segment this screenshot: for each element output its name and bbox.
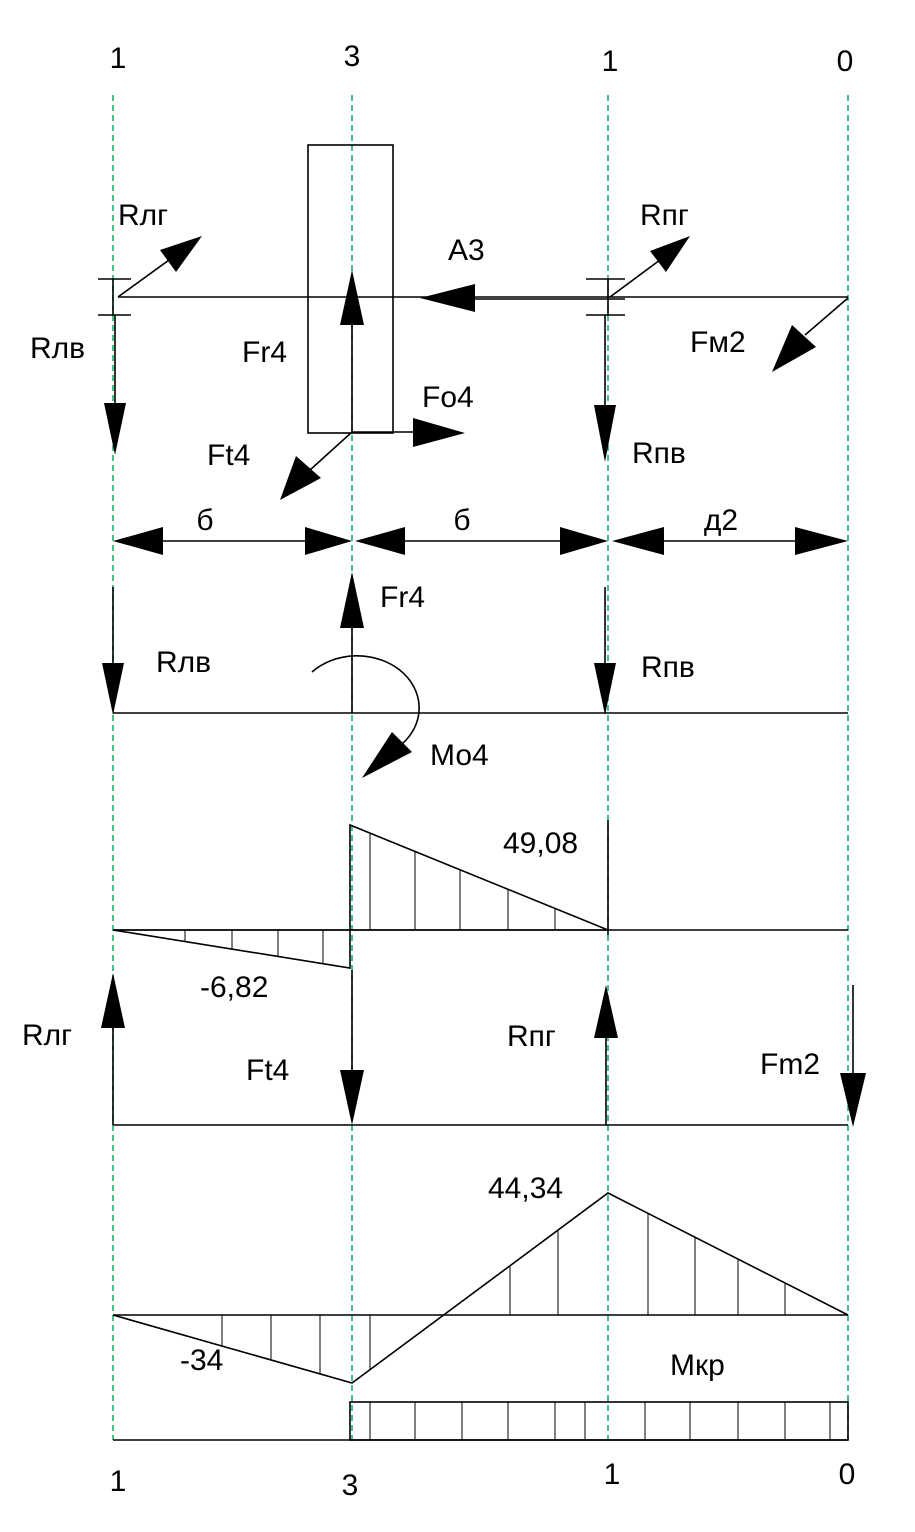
mv-negative-label: -6,82 (200, 971, 268, 1004)
dimension-lines (113, 527, 848, 555)
v-label-r-lv: Rлв (156, 646, 211, 679)
moment-mo4-arrow (311, 655, 420, 778)
v-force-r-pv-arrow (594, 587, 616, 715)
label-a3: А3 (448, 234, 485, 267)
h-label-fm2: Fm2 (760, 1048, 820, 1081)
force-r-pg-arrow (609, 236, 690, 298)
torque-hatching (369, 1402, 831, 1440)
dimension-label-3: д2 (704, 504, 738, 537)
section-label-top-2: 3 (344, 40, 361, 73)
spatial-scheme (98, 144, 849, 500)
label-r-pg-top: Rпг (640, 199, 689, 232)
label-fo4: Fо4 (422, 381, 474, 414)
force-a3-arrow (420, 284, 625, 312)
mh-negative-label: -34 (180, 1344, 223, 1377)
label-r-lv-top: Rлв (30, 332, 85, 365)
h-label-r-pg: Rпг (507, 1020, 556, 1053)
vertical-plane-scheme (102, 572, 848, 778)
h-force-r-lg-arrow (101, 973, 125, 1125)
moment-diagram-horizontal (112, 1192, 849, 1384)
v-label-fr4: Fr4 (380, 581, 425, 614)
force-fr4-arrow (340, 270, 364, 432)
label-fr4-top: Fr4 (242, 336, 287, 369)
mh-hatching (221, 1213, 786, 1374)
force-fm2-arrow (772, 297, 849, 372)
force-ft4-arrow (280, 431, 353, 500)
label-r-lg-top: Rлг (118, 199, 168, 232)
section-label-bottom-1: 1 (110, 1465, 127, 1498)
force-fo4-arrow (352, 418, 465, 447)
force-r-lg-arrow (117, 236, 202, 298)
h-label-r-lg: Rлг (22, 1019, 72, 1052)
mh-peak-label: 44,34 (488, 1172, 563, 1205)
h-force-r-pg-arrow (594, 985, 618, 1125)
v-force-fr4-arrow (340, 572, 364, 713)
section-label-bottom-3: 1 (604, 1458, 621, 1491)
force-r-lv-arrow (104, 315, 126, 455)
torque-label: Мкр (670, 1349, 725, 1382)
torque-region (349, 1401, 849, 1441)
torque-diagram (113, 1401, 849, 1441)
section-label-bottom-4: 0 (839, 1458, 856, 1491)
v-label-mo4: Мо4 (430, 739, 489, 772)
label-fm2-top: Fм2 (690, 326, 746, 359)
moment-diagram-vertical (112, 820, 848, 969)
force-r-pv-arrow (594, 315, 616, 462)
mh-curve (112, 1192, 849, 1384)
h-force-ft4-arrow (340, 970, 364, 1125)
label-r-pv-top: Rпв (632, 437, 686, 470)
mv-peak-label: 49,08 (503, 827, 578, 860)
section-label-top-1: 1 (110, 42, 127, 75)
v-force-r-lv-arrow (102, 587, 124, 715)
section-label-top-4: 0 (837, 45, 854, 78)
dimension-label-1: б (196, 504, 213, 537)
v-label-r-pv: Rпв (641, 651, 695, 684)
mv-hatching (184, 833, 556, 964)
label-ft4-top: Ft4 (207, 439, 250, 472)
section-label-bottom-2: 3 (342, 1469, 359, 1502)
section-label-top-3: 1 (602, 45, 619, 78)
mv-positive-region (349, 823, 609, 931)
h-label-ft4: Ft4 (246, 1054, 289, 1087)
dimension-label-2: б (453, 504, 470, 537)
horizontal-plane-scheme (101, 970, 866, 1127)
h-force-fm2-arrow (840, 985, 866, 1127)
